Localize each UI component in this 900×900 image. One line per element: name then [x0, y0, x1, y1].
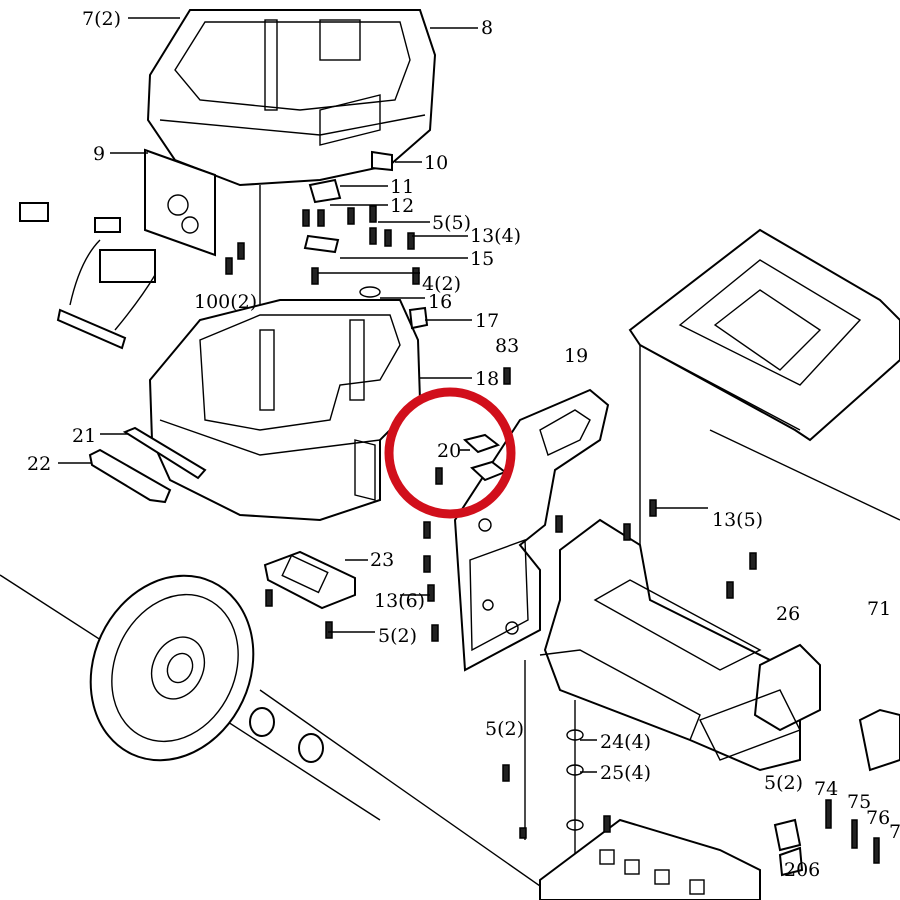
label-13-4: 13(4)	[470, 225, 521, 247]
connector-part	[19, 202, 49, 222]
label-13-6: 13(6)	[374, 590, 425, 612]
label-16: 16	[428, 291, 452, 313]
label-11: 11	[390, 176, 414, 198]
switch-board-part	[263, 550, 356, 610]
label-75: 75	[847, 791, 871, 813]
label-71: 71	[867, 598, 891, 620]
label-74: 74	[814, 778, 838, 800]
label-5-2-lower: 5(2)	[485, 718, 524, 740]
top-housing-part	[146, 9, 437, 187]
label-13-5: 13(5)	[712, 509, 763, 531]
label-7-2: 7(2)	[82, 8, 121, 30]
highlight-circle	[384, 387, 516, 519]
label-15: 15	[470, 248, 494, 270]
part-20	[462, 433, 508, 482]
handle-bracket-part	[453, 388, 610, 672]
label-206: 206	[784, 859, 820, 881]
label-7-edge: 7	[889, 821, 900, 843]
bottom-tray-part	[539, 818, 802, 900]
bottom-housing-part	[148, 299, 422, 522]
leader-lines	[58, 17, 708, 773]
label-4-2: 4(2)	[422, 273, 461, 295]
label-76: 76	[866, 807, 890, 829]
label-20: 20	[437, 440, 461, 462]
rail-parts	[88, 426, 207, 504]
label-17: 17	[475, 310, 499, 332]
label-9: 9	[93, 143, 105, 165]
label-18: 18	[475, 368, 499, 390]
label-100-2: 100(2)	[194, 291, 257, 313]
label-83: 83	[495, 335, 519, 357]
label-10: 10	[424, 152, 448, 174]
circuit-board-part	[56, 148, 216, 350]
label-5-2-right: 5(2)	[764, 772, 803, 794]
label-24-4: 24(4)	[600, 731, 651, 753]
label-26: 26	[776, 603, 800, 625]
fastener-cluster	[225, 150, 429, 330]
base-frame-part	[539, 518, 900, 772]
cover-lid-part	[628, 228, 900, 442]
label-23: 23	[370, 549, 394, 571]
label-5-5: 5(5)	[432, 212, 471, 234]
label-22: 22	[27, 453, 51, 475]
callout-labels: 7(2) 8 9 10 11 12 5(5) 13(4) 15 4(2) 100…	[27, 8, 900, 881]
label-21: 21	[72, 425, 96, 447]
label-12: 12	[390, 195, 414, 217]
label-5-2-mid: 5(2)	[378, 625, 417, 647]
label-8: 8	[481, 17, 493, 39]
wheel-part	[89, 574, 324, 763]
label-19: 19	[564, 345, 588, 367]
label-25-4: 25(4)	[600, 762, 651, 784]
